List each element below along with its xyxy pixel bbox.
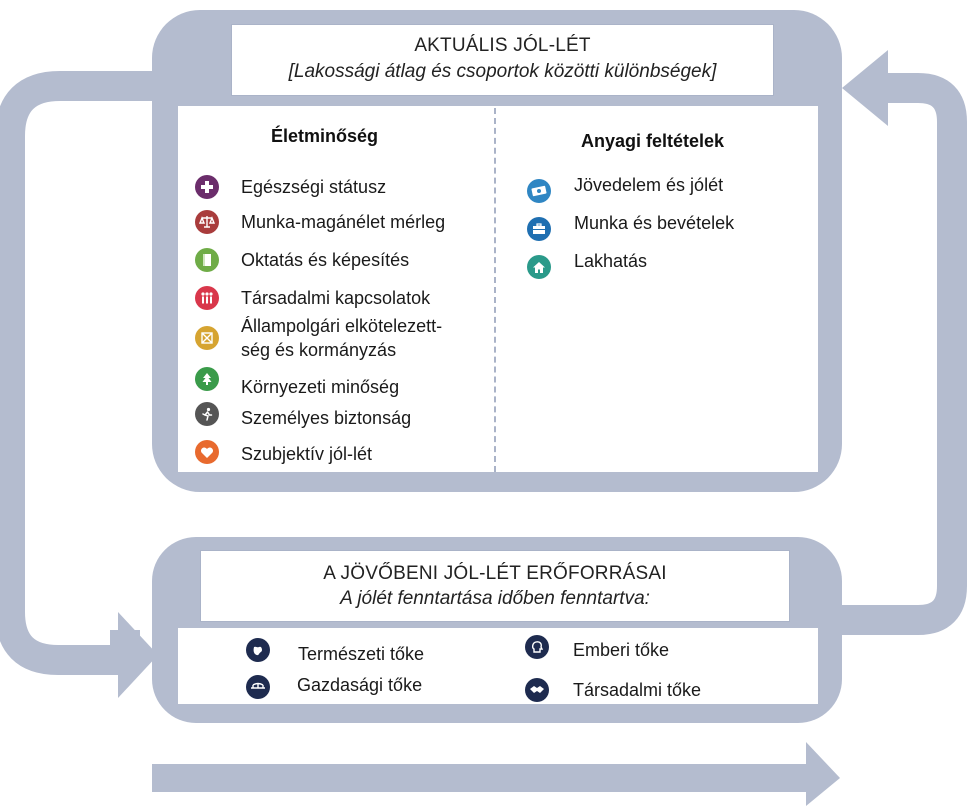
material-item-jobs: Munka és bevételek bbox=[527, 211, 734, 241]
qol-label-civic: Állampolgári elkötelezett- ség és kormán… bbox=[241, 314, 442, 362]
material-conditions-heading: Anyagi feltételek bbox=[581, 131, 725, 151]
qol-item-education: Oktatás és képesítés bbox=[195, 248, 409, 272]
right-loop-arrowhead bbox=[842, 50, 888, 126]
qol-label-social: Társadalmi kapcsolatok bbox=[241, 288, 431, 308]
future-title: A JÖVŐBENI JÓL-LÉT ERŐFORRÁSAI bbox=[323, 563, 667, 584]
future-label-human: Emberi tőke bbox=[573, 640, 670, 660]
qol-item-worklife: Munka-magánélet mérleg bbox=[195, 210, 445, 234]
left-loop-arrowhead bbox=[118, 612, 158, 698]
qol-label-safety: Személyes biztonság bbox=[241, 408, 412, 428]
qol-item-safety: Személyes biztonság bbox=[195, 402, 411, 430]
qol-item-civic: Állampolgári elkötelezett- ség és kormán… bbox=[195, 314, 442, 362]
qol-label-wellbeing: Szubjektív jól-lét bbox=[241, 444, 373, 464]
people-icon bbox=[195, 286, 219, 310]
qol-label-health: Egészségi státusz bbox=[241, 177, 387, 197]
material-item-income: Jövedelem és jólét bbox=[527, 173, 723, 203]
qol-label-education: Oktatás és képesítés bbox=[241, 250, 410, 270]
time-arrow-head bbox=[806, 742, 840, 806]
current-title-box: AKTUÁLIS JÓL-LÉT [Lakossági átlag és cso… bbox=[231, 24, 774, 96]
qol-label-environment: Környezeti minőség bbox=[241, 377, 400, 397]
handshake-icon bbox=[525, 678, 549, 702]
qol-item-wellbeing: Szubjektív jól-lét bbox=[195, 440, 372, 466]
future-title-box: A JÖVŐBENI JÓL-LÉT ERŐFORRÁSAI A jólét f… bbox=[200, 550, 790, 622]
future-label-natural: Természeti tőke bbox=[298, 644, 425, 664]
future-label-economic: Gazdasági tőke bbox=[297, 675, 423, 695]
qol-item-social: Társadalmi kapcsolatok bbox=[195, 286, 430, 310]
earth-icon bbox=[246, 638, 270, 662]
qol-item-environment: Környezeti minőség bbox=[195, 367, 399, 399]
book-icon bbox=[195, 248, 219, 272]
left-loop-arrow bbox=[10, 86, 152, 692]
balance-scale-icon bbox=[195, 210, 219, 234]
material-item-housing: Lakhatás bbox=[527, 249, 647, 279]
house-icon bbox=[527, 255, 551, 279]
running-person-icon bbox=[195, 402, 219, 426]
tree-icon bbox=[195, 367, 219, 391]
ballot-icon bbox=[195, 326, 219, 350]
time-arrow-shaft bbox=[152, 764, 806, 792]
future-item-social: Társadalmi tőke bbox=[525, 678, 701, 702]
heart-icon bbox=[195, 440, 219, 464]
future-item-human: Emberi tőke bbox=[525, 635, 669, 662]
column-divider bbox=[494, 108, 496, 472]
money-icon bbox=[527, 179, 551, 203]
future-subtitle: A jólét fenntartása időben fenntartva: bbox=[340, 588, 650, 609]
briefcase-icon bbox=[527, 217, 551, 241]
bridge-icon bbox=[246, 675, 270, 699]
current-subtitle: [Lakossági átlag és csoportok közötti kü… bbox=[288, 61, 717, 82]
material-label-housing: Lakhatás bbox=[574, 251, 648, 271]
future-label-social: Társadalmi tőke bbox=[573, 680, 702, 700]
future-content-panel bbox=[178, 628, 818, 704]
quality-of-life-heading: Életminőség bbox=[271, 126, 379, 146]
qol-item-health: Egészségi státusz bbox=[195, 175, 386, 199]
current-content-panel bbox=[178, 106, 818, 472]
qol-label-civic-line2: ség és kormányzás bbox=[241, 340, 397, 360]
material-label-jobs: Munka és bevételek bbox=[574, 213, 735, 233]
right-loop-band bbox=[842, 73, 967, 635]
future-item-natural: Természeti tőke bbox=[246, 638, 424, 666]
future-item-economic: Gazdasági tőke bbox=[246, 675, 422, 699]
material-label-income: Jövedelem és jólét bbox=[574, 175, 724, 195]
left-loop-band bbox=[0, 71, 155, 675]
current-title: AKTUÁLIS JÓL-LÉT bbox=[414, 35, 591, 56]
qol-label-worklife: Munka-magánélet mérleg bbox=[241, 212, 446, 232]
head-icon bbox=[525, 635, 549, 659]
qol-label-civic-line1: Állampolgári elkötelezett- bbox=[241, 316, 443, 336]
health-cross-icon bbox=[195, 175, 219, 199]
